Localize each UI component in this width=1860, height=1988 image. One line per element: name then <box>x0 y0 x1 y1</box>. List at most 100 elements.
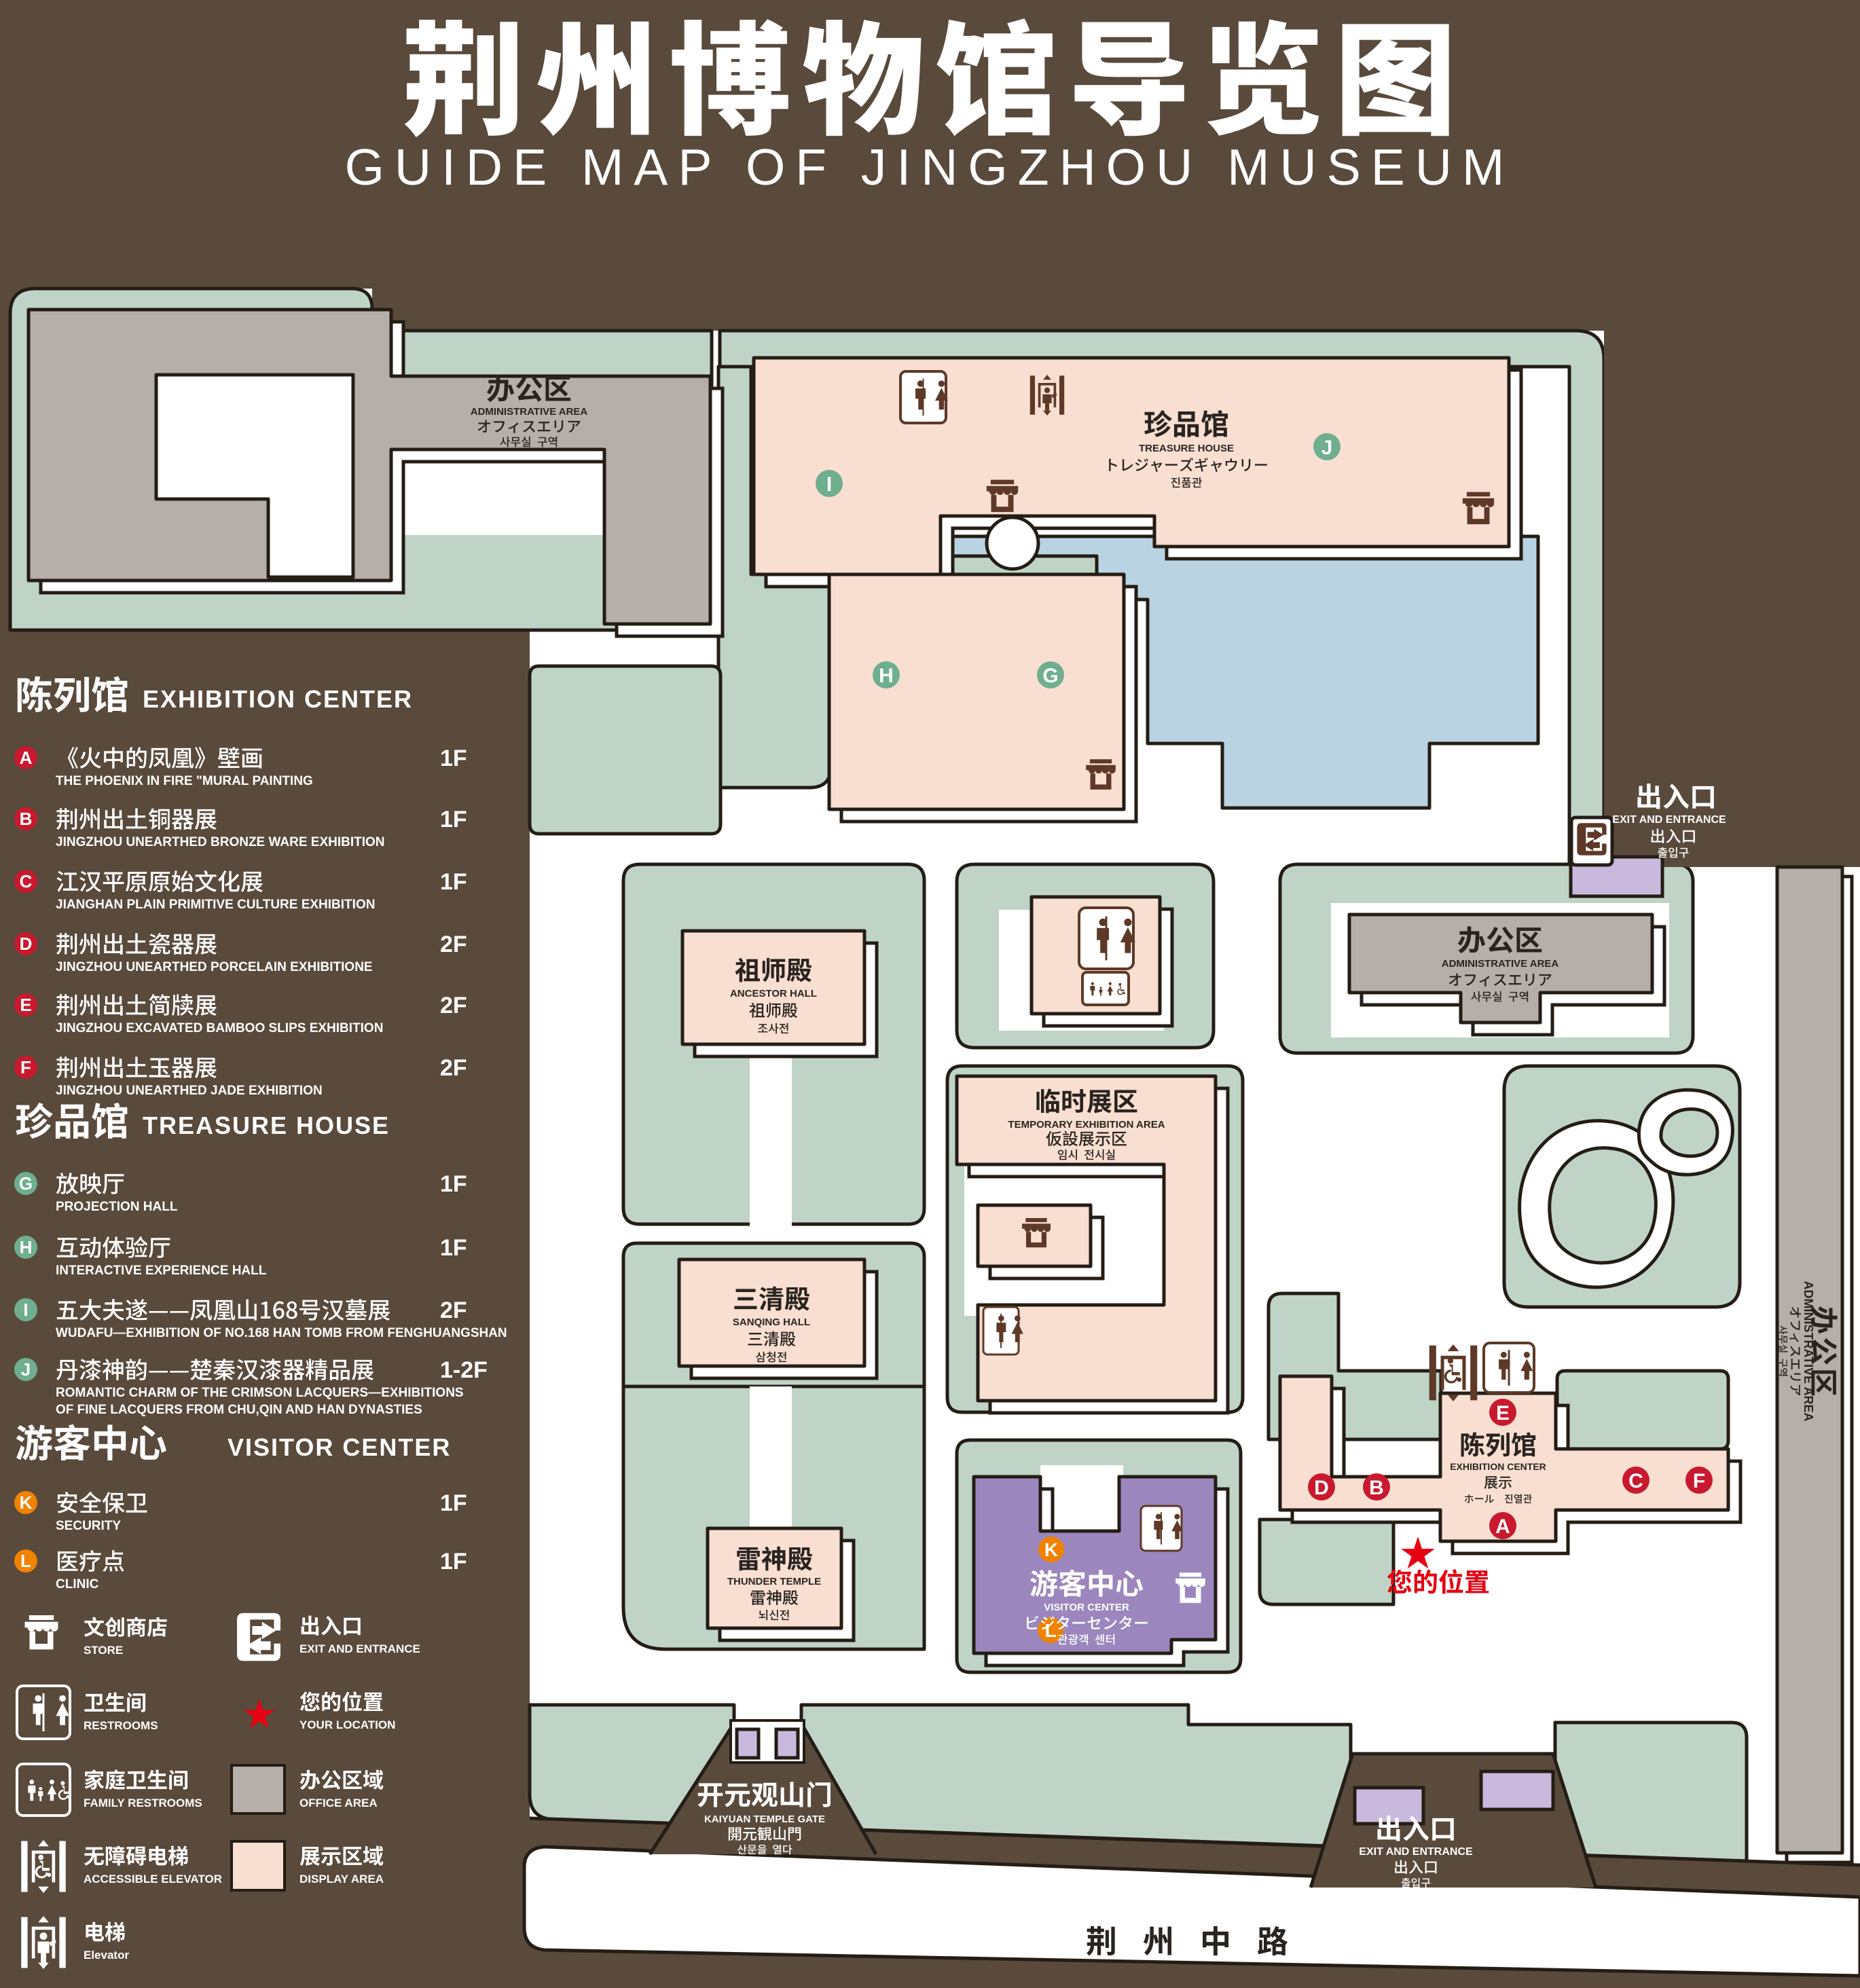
glyph <box>56 870 78 892</box>
south-gate-court-edge <box>1309 1752 1598 1888</box>
marker-B: B <box>1363 1473 1390 1501</box>
building-admin-east <box>1347 913 1654 1025</box>
exit-ne-label-en: EXIT AND ENTRANCE <box>1612 814 1726 826</box>
item-letter-circle <box>14 1172 37 1195</box>
glyph <box>56 1301 78 1320</box>
wheelchair-icon <box>35 1854 52 1879</box>
marker-circle <box>1363 1473 1390 1501</box>
glyph <box>147 1617 167 1637</box>
item-C-en: JIANGHAN PLAIN PRIMITIVE CULTURE EXHIBIT… <box>56 898 375 912</box>
treasure_house-label-en: TREASURE HOUSE <box>1139 443 1234 454</box>
glyph <box>105 1845 125 1866</box>
glyph <box>57 1551 78 1571</box>
item-B-zh <box>56 808 217 830</box>
glyph <box>126 808 147 829</box>
glyph <box>79 1359 101 1380</box>
marker-letter: J <box>1321 437 1333 459</box>
path-thunder-axis <box>750 1386 792 1530</box>
glyph <box>368 1300 390 1321</box>
admin-strip-en: ADMINISTRATIVE AREA <box>1802 1281 1815 1422</box>
office-area-swatch <box>230 1764 286 1815</box>
family-child <box>38 1786 43 1802</box>
glyph <box>171 748 194 769</box>
item-F-floor: 2F <box>440 1055 467 1081</box>
gate-kaiyuan-east <box>774 1727 800 1760</box>
glyph <box>103 872 124 892</box>
glyph <box>299 1691 320 1712</box>
glyph <box>149 1845 168 1866</box>
glyph <box>56 1359 78 1380</box>
glyph <box>213 1359 236 1380</box>
restrooms-icon-exhibition <box>1482 1342 1535 1394</box>
item-L-en: CLINIC <box>56 1577 99 1591</box>
glyph <box>242 748 262 769</box>
glyph <box>67 747 78 769</box>
glyph <box>672 19 788 136</box>
glyph <box>79 808 100 830</box>
glyph <box>299 1846 321 1866</box>
admin_area_nw-label-en: ADMINISTRATIVE AREA <box>471 406 588 418</box>
glyph <box>104 933 123 955</box>
building-ancestor-hall <box>680 929 867 1046</box>
marker-G: G <box>1037 661 1064 688</box>
page-title-en: GUIDE MAP OF JINGZHOU MUSEUM <box>345 139 1515 196</box>
glyph <box>190 1300 213 1321</box>
glyph <box>104 994 123 1016</box>
legend-6-en: ACCESSIBLE ELEVATOR <box>84 1873 222 1885</box>
glyph <box>54 676 89 713</box>
glyph <box>321 1615 342 1636</box>
kaiyuan-label-en: KAIYUAN TEMPLE GATE <box>704 1814 825 1825</box>
road <box>522 1845 1860 1978</box>
glyph <box>342 1691 362 1712</box>
temporary_exhibition-label-en: TEMPORARY EXHIBITION AREA <box>1008 1119 1165 1130</box>
page-title: GUIDE MAP OF JINGZHOU MUSEUM <box>345 18 1515 196</box>
glyph <box>84 1617 105 1637</box>
marker-C: C <box>1622 1467 1649 1494</box>
legend-8-zh <box>86 1921 125 1942</box>
legend-8-en: Elevator <box>84 1949 129 1962</box>
item-C-floor: 1F <box>440 869 467 895</box>
item-B-floor: 1F <box>440 807 467 832</box>
glyph <box>344 1617 361 1636</box>
store-icon-legend <box>24 1615 58 1650</box>
glyph <box>16 1424 52 1460</box>
lawn-exhibition-southwest <box>1258 1517 1396 1606</box>
glyph <box>126 1359 147 1380</box>
glyph <box>80 1173 102 1194</box>
glyph <box>103 1174 124 1194</box>
building-sanqing-hall <box>677 1257 867 1368</box>
marker-circle <box>1037 661 1064 688</box>
glyph <box>171 809 194 830</box>
page-title-zh <box>404 18 1449 138</box>
exhibition-center-label-en: EXHIBITION CENTER <box>1450 1461 1546 1472</box>
legend-5-en: OFFICE AREA <box>299 1797 378 1809</box>
glyph <box>56 1173 79 1194</box>
item-D-zh <box>56 933 217 955</box>
glyph <box>1201 410 1228 437</box>
glyph <box>195 747 206 769</box>
glyph <box>172 870 194 892</box>
glyph <box>363 1769 384 1790</box>
marker-letter: A <box>1495 1515 1510 1538</box>
item-K-floor: 1F <box>440 1490 467 1516</box>
sanqing_hall-label-en: SANQING HALL <box>733 1317 810 1328</box>
glyph <box>94 1424 126 1460</box>
section-1-title-zh <box>16 1103 128 1139</box>
glyph <box>299 1769 321 1790</box>
glyph <box>301 1615 319 1636</box>
glyph <box>1511 1432 1536 1457</box>
building-temporary-exhibition <box>955 1074 1218 1403</box>
lawn-southeast <box>1553 1720 1749 1863</box>
glyph <box>213 1300 236 1321</box>
visitor-center-label-en: VISITOR CENTER <box>1044 1602 1129 1613</box>
glyph <box>149 1311 168 1313</box>
lawn-exhibition-northeast <box>1555 1369 1730 1451</box>
restrooms-icon-temporary-exhibition <box>982 1306 1023 1356</box>
glyph <box>102 1236 125 1258</box>
court-admin-northwest <box>154 373 355 579</box>
